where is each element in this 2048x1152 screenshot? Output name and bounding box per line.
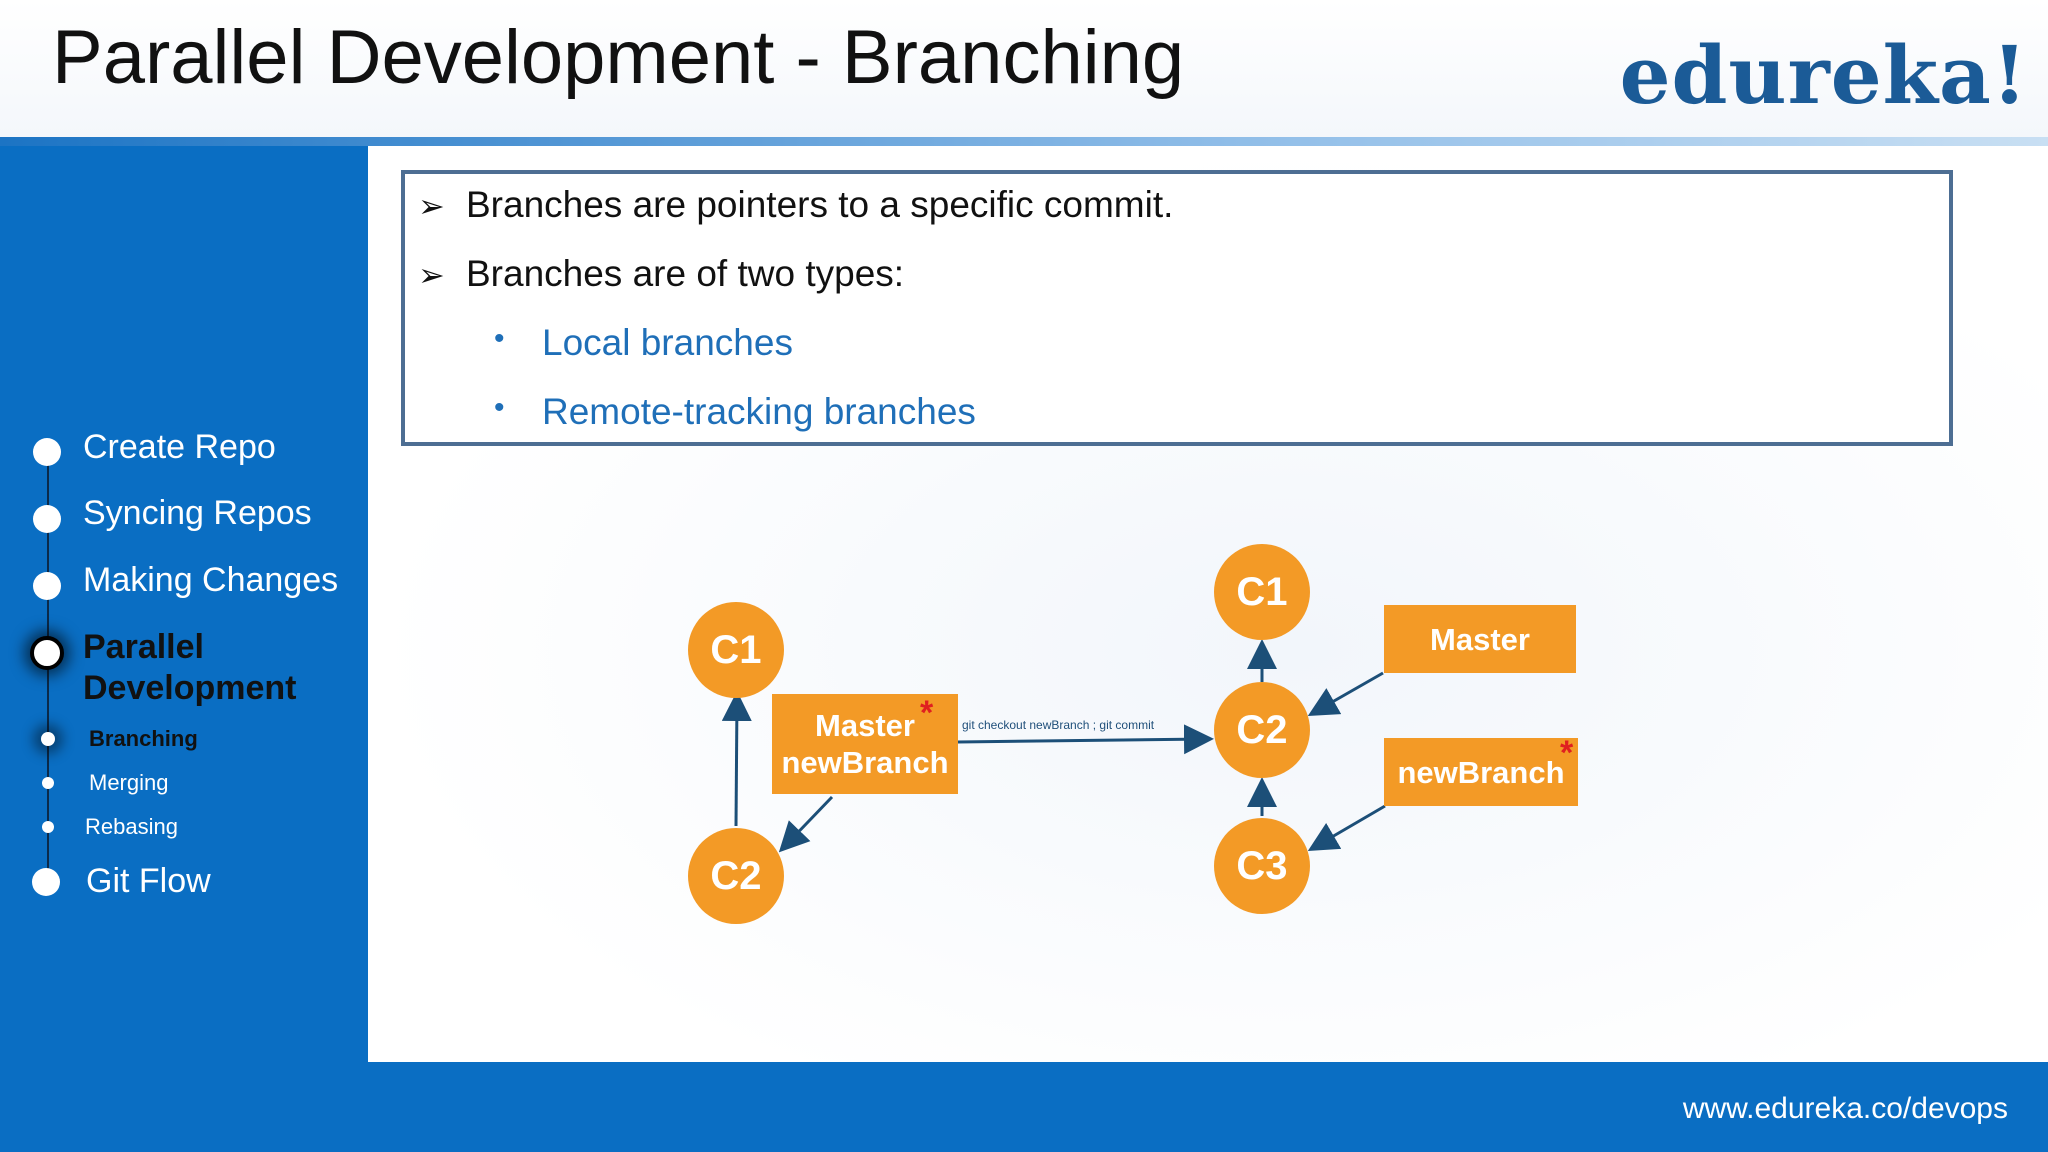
bullet-glyph: ➢ — [418, 257, 445, 293]
bullet-text: Branches are of two types: — [466, 253, 905, 294]
current-branch-star: * — [1560, 734, 1574, 772]
branch-tag-master: Master — [1384, 605, 1576, 673]
nav-label-line1: Parallel — [83, 628, 204, 666]
bullet-glyph: ➢ — [418, 188, 445, 224]
commit-c2-left: C2 — [688, 828, 784, 924]
commit-c1-left: C1 — [688, 602, 784, 698]
sidebar — [0, 146, 368, 1062]
bullet-box — [401, 170, 1953, 446]
nav-subdot-active — [41, 732, 55, 746]
nav-subdot — [42, 821, 54, 833]
nav-label: Create Repo — [83, 428, 276, 466]
header-divider — [0, 137, 2048, 146]
command-label: git checkout newBranch ; git commit — [962, 718, 1155, 732]
nav-dot — [33, 572, 61, 600]
edureka-logo: edureka! — [1619, 28, 2028, 122]
bullet-text: Branches are pointers to a specific comm… — [466, 184, 1174, 225]
nav-sublabel: Merging — [89, 770, 169, 795]
slide-header: Parallel Development - Branching edureka… — [0, 0, 2048, 137]
nav-label: Git Flow — [86, 862, 211, 900]
nav-sublabel: Branching — [89, 726, 198, 751]
current-branch-star: * — [920, 694, 934, 732]
commit-c3-right: C3 — [1214, 818, 1310, 914]
slide-footer: www.edureka.co/devops — [0, 1062, 2048, 1152]
branch-tag-newbranch: newBranch — [1384, 738, 1578, 806]
sub-bullet-text: Remote-tracking branches — [542, 391, 976, 432]
nav-label: Syncing Repos — [83, 494, 312, 532]
sub-bullet-text: Local branches — [542, 322, 793, 363]
tag-master-label: Master — [815, 708, 915, 743]
nav-dot — [32, 868, 60, 896]
slide-title: Parallel Development - Branching — [52, 15, 1185, 100]
nav-dot — [33, 438, 61, 466]
commit-c1-right: C1 — [1214, 544, 1310, 640]
nav-dot — [33, 505, 61, 533]
nav-subdot — [42, 777, 54, 789]
sub-bullet-glyph: • — [494, 391, 505, 424]
footer-url[interactable]: www.edureka.co/devops — [1682, 1092, 2008, 1125]
sub-bullet-glyph: • — [494, 322, 505, 355]
branch-tag-left: Master newBranch — [772, 694, 958, 794]
commit-c2-right: C2 — [1214, 682, 1310, 778]
nav-label: Making Changes — [83, 561, 339, 599]
nav-dot-active — [30, 636, 64, 670]
nav-label-line2: Development — [83, 669, 297, 707]
tag-newbranch-label: newBranch — [781, 745, 949, 780]
nav-sublabel: Rebasing — [85, 814, 178, 839]
